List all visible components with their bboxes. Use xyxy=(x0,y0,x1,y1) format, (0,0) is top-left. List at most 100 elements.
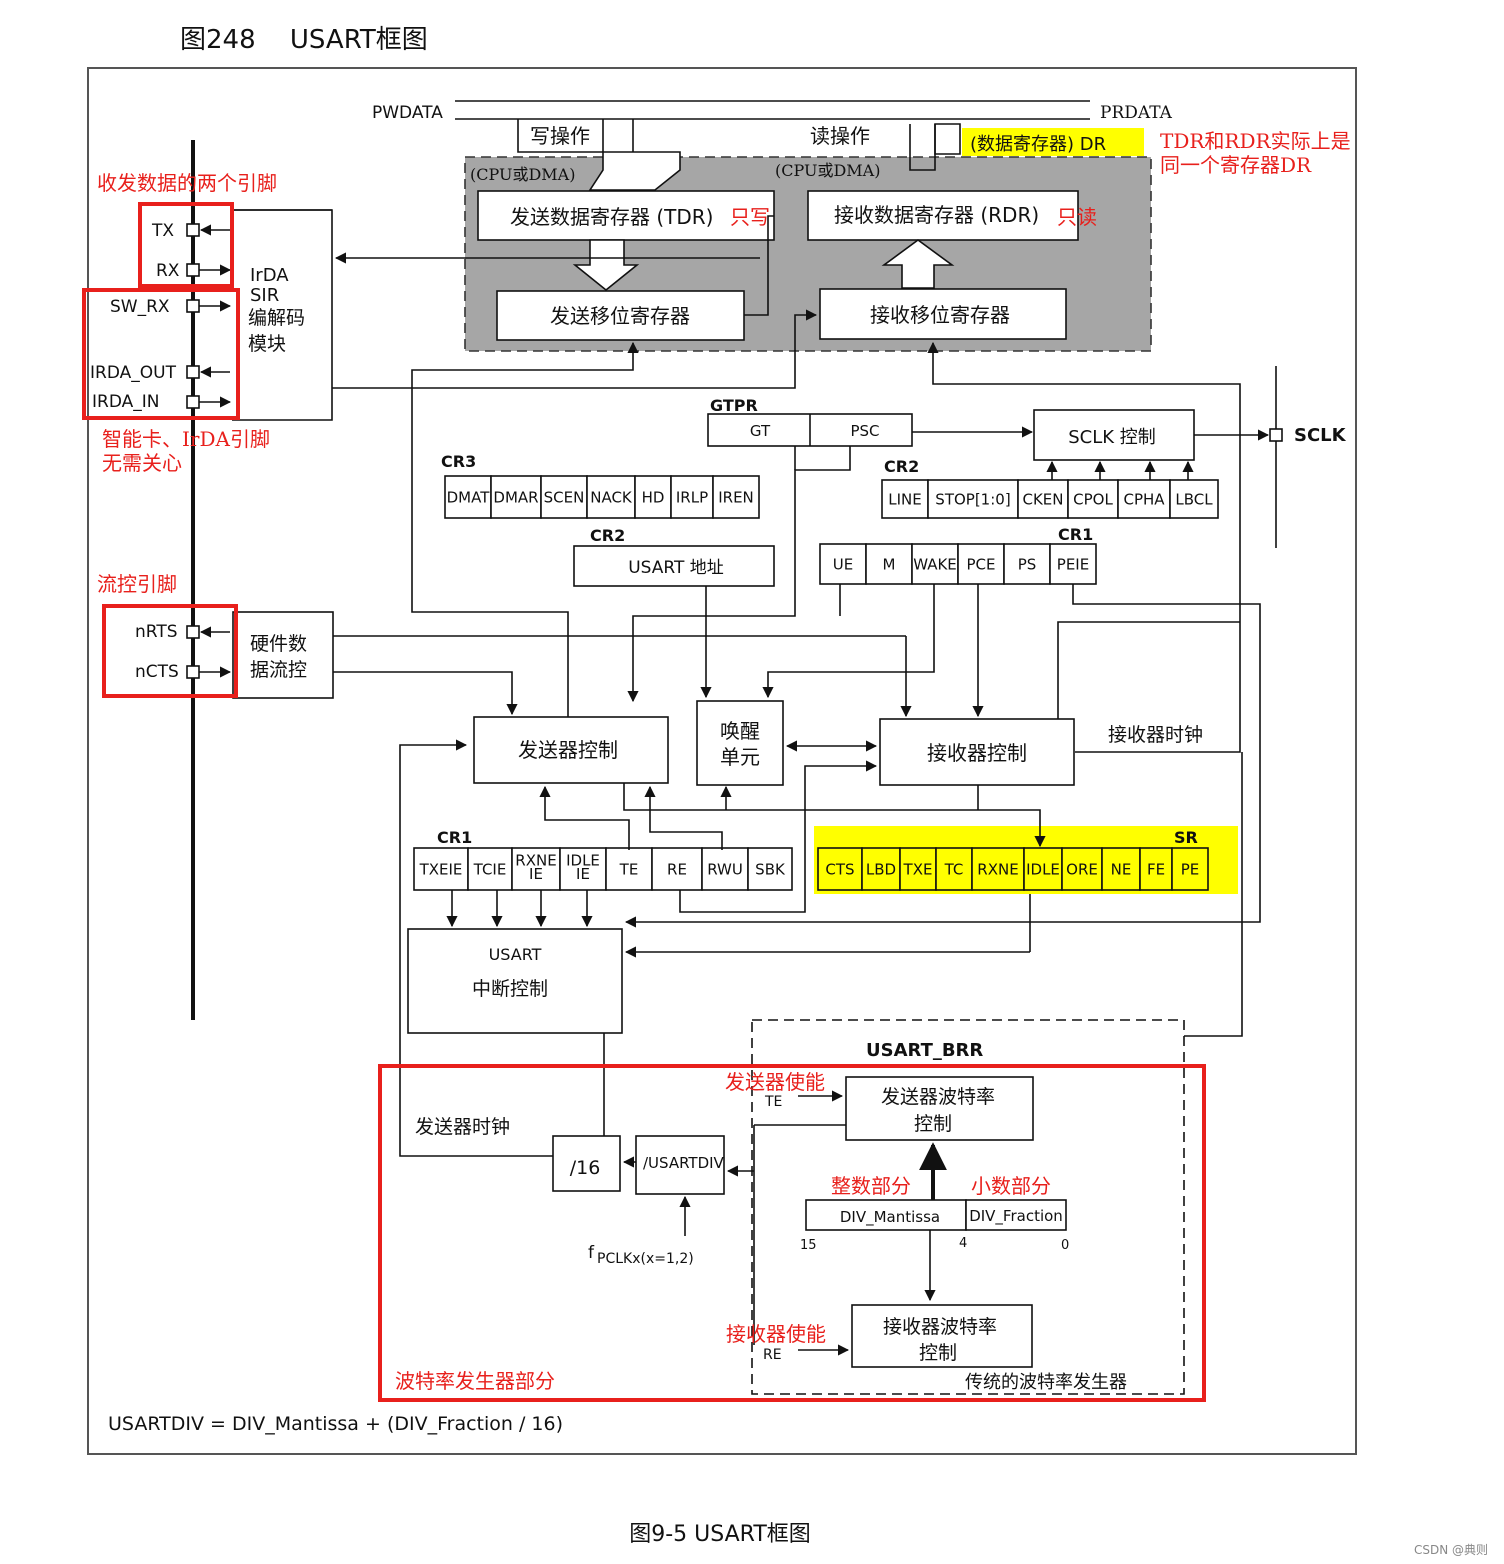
annotation-write-only: 只写 xyxy=(730,205,770,229)
cr1b-field-rxne-ie: IE xyxy=(529,865,543,883)
irda-line-3: 编解码 xyxy=(248,307,305,329)
pin-irda-in: IRDA_IN xyxy=(92,392,159,412)
cpu-dma-right: (CPU或DMA) xyxy=(775,161,880,180)
annotation-baud-section: 波特率发生器部分 xyxy=(395,1369,555,1393)
sr-field-lbd: LBD xyxy=(866,860,896,878)
div16-block xyxy=(552,1135,621,1192)
annotation-flow-pins: 流控引脚 xyxy=(97,572,177,596)
pin-sclk: SCLK xyxy=(1294,425,1347,446)
pin-irda-out: IRDA_OUT xyxy=(90,363,177,383)
outer-frame xyxy=(87,67,1357,1455)
sr-field-box xyxy=(1061,847,1103,891)
wakeup-line-2: 单元 xyxy=(720,745,760,769)
tdr-label: 发送数据寄存器 (TDR) xyxy=(510,205,713,229)
re-label: RE xyxy=(763,1347,782,1363)
usart-interrupt-block xyxy=(407,928,623,1034)
sr-field-box xyxy=(899,847,937,891)
irda-line-2: SIR xyxy=(250,285,279,306)
pin-ncts: nCTS xyxy=(135,662,179,682)
cr1b-field-tcie: TCIE xyxy=(473,860,507,878)
cpu-dma-left: (CPU或DMA) xyxy=(470,165,575,184)
hw-flow-block xyxy=(232,611,334,699)
legacy-baud-area xyxy=(751,1019,1185,1395)
tx-control-label: 发送器控制 xyxy=(518,738,618,762)
usart-address-register xyxy=(573,545,775,587)
pins: TX RX SW_RX IRDA_OUT IRDA_IN nRTS nCTS xyxy=(90,221,232,682)
sclk-control-label: SCLK 控制 xyxy=(1068,427,1156,448)
rx-baud-line-1: 接收器波特率 xyxy=(883,1316,997,1338)
div-fraction-field xyxy=(965,1199,1067,1231)
signal-lines xyxy=(232,209,1261,1356)
tx-rx-pin-highlight xyxy=(138,202,234,288)
cr2a-title: CR2 xyxy=(884,457,919,476)
annotation-fraction-part: 小数部分 xyxy=(971,1174,1051,1198)
te-label: TE xyxy=(764,1094,782,1110)
dr-highlight xyxy=(962,128,1144,156)
cr3-field-iren: IREN xyxy=(718,488,754,506)
pin-nrts: nRTS xyxy=(135,622,178,642)
cr1a-field-ue: UE xyxy=(833,555,853,573)
cr1a-field-pce: PCE xyxy=(967,555,996,573)
usartdiv-block xyxy=(635,1135,725,1195)
cr1b-field-txeie: TXEIE xyxy=(419,860,463,878)
fpclk-sub: PCLKx(x=1,2) xyxy=(597,1251,694,1267)
sr-field-box xyxy=(935,847,973,891)
cr1b-field-box xyxy=(511,847,561,891)
cr1b-field-box xyxy=(747,847,793,891)
sr-field-rxne: RXNE xyxy=(977,860,1018,878)
wakeup-unit-block xyxy=(696,700,784,786)
cr1b-title: CR1 xyxy=(437,828,472,847)
annotation-tx-rx: 收发数据的两个引脚 xyxy=(97,171,277,195)
sr-field-cts: CTS xyxy=(825,860,854,878)
sr-field-ne: NE xyxy=(1111,860,1132,878)
annotation-tdr-rdr-2: 同一个寄存器DR xyxy=(1160,153,1312,177)
interrupt-line-2: 中断控制 xyxy=(472,978,548,1000)
cr1a-field-peie: PEIE xyxy=(1057,555,1089,573)
cr3-field-box xyxy=(586,475,636,519)
tx-baud-line-2: 控制 xyxy=(914,1113,952,1135)
tdr-block xyxy=(477,190,775,241)
tdr-to-shift-arrow xyxy=(572,239,640,292)
cr3-field-box xyxy=(712,475,760,519)
div-fraction-label: DIV_Fraction xyxy=(969,1207,1063,1226)
cr1a-field-ps: PS xyxy=(1018,555,1037,573)
usartdiv-formula: USARTDIV = DIV_Mantissa + (DIV_Fraction … xyxy=(108,1413,563,1435)
irda-line-1: IrDA xyxy=(250,265,289,286)
tx-control-block xyxy=(473,716,669,784)
prdata-label: PRDATA xyxy=(1100,103,1173,123)
cr1b-field-box xyxy=(559,847,607,891)
brr-bit-15: 15 xyxy=(800,1238,817,1253)
sr-field-fe: FE xyxy=(1147,860,1165,878)
gtpr-title: GTPR xyxy=(710,396,758,415)
cr1a-field-box xyxy=(1049,543,1097,585)
annotation-rx-enable: 接收器使能 xyxy=(726,1322,826,1346)
cr2a-field-box xyxy=(1067,479,1119,519)
cr3-field-box xyxy=(540,475,588,519)
cr3-field-scen: SCEN xyxy=(544,488,585,506)
cr2a-field-box xyxy=(1017,479,1069,519)
cr3-field-nack: NACK xyxy=(590,488,633,506)
cr2a-field-line: LINE xyxy=(888,490,921,508)
pin-rx: RX xyxy=(156,261,180,281)
div16-label: /16 xyxy=(570,1157,601,1179)
cr2a-field-cken: CKEN xyxy=(1022,490,1063,508)
cr1a-field-m: M xyxy=(883,555,896,573)
gtpr-psc: PSC xyxy=(850,422,879,440)
cr1a-field-box xyxy=(911,543,959,585)
rx-control-block xyxy=(879,718,1075,786)
cr2a-field-box xyxy=(927,479,1019,519)
tx-shift-register xyxy=(496,290,745,341)
flow-pin-highlight xyxy=(102,604,238,698)
cr2a-field-box xyxy=(1169,479,1219,519)
sr-field-box xyxy=(861,847,901,891)
brr-bit-0: 0 xyxy=(1061,1238,1069,1253)
baud-rate-highlight xyxy=(378,1064,1206,1402)
rx-control-label: 接收器控制 xyxy=(927,741,1027,765)
cr1b-field-idle-ie: IDLE xyxy=(566,852,600,870)
rx-clock-label: 接收器时钟 xyxy=(1108,724,1203,746)
watermark: CSDN @典则 xyxy=(1414,1543,1488,1557)
